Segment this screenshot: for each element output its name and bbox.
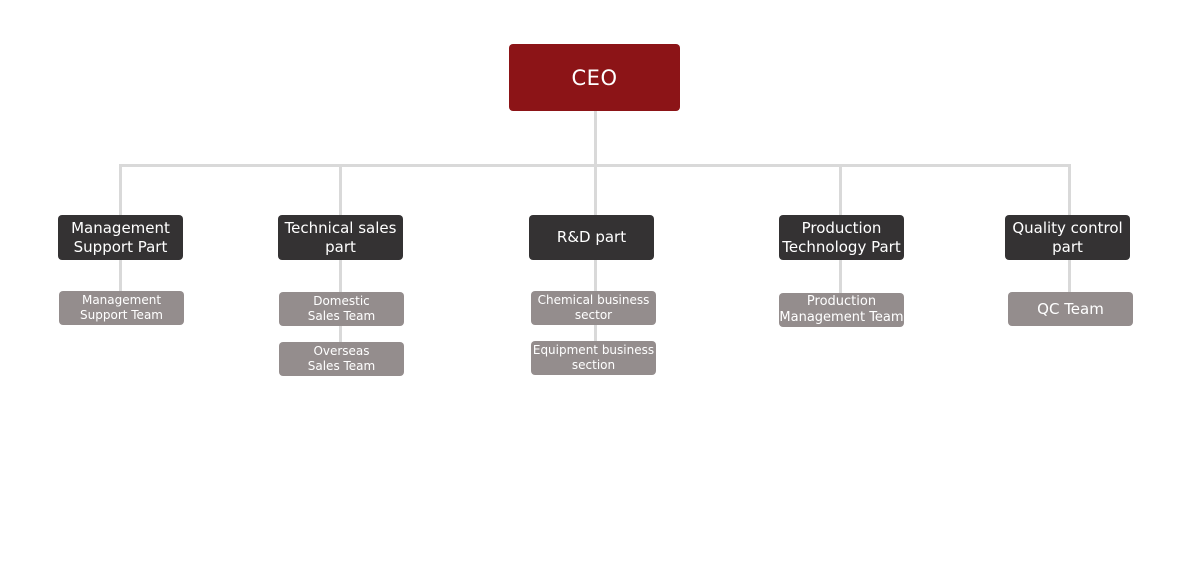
connector-part-3 (594, 164, 597, 216)
connector-ceo-vertical (594, 110, 597, 166)
part-label: R&D part (556, 228, 627, 246)
connector-part-4 (839, 164, 842, 216)
part-quality-control: Quality control part (1005, 215, 1130, 260)
part-production-technology: Production Technology Part (779, 215, 904, 260)
team-equipment-business: Equipment business section (531, 341, 656, 375)
team-chemical-business: Chemical business sector (531, 291, 656, 325)
team-label: Chemical business sector (537, 293, 650, 322)
part-rnd: R&D part (529, 215, 654, 260)
ceo-label: CEO (571, 65, 618, 90)
connector-part-5 (1068, 164, 1071, 216)
connector-team-5 (1068, 259, 1071, 293)
part-label: Quality control part (1012, 218, 1123, 256)
connector-team-1 (119, 259, 122, 292)
team-label: Equipment business section (532, 343, 655, 372)
part-technical-sales: Technical sales part (278, 215, 403, 260)
team-label: QC Team (1037, 299, 1104, 318)
team-qc: QC Team (1008, 292, 1133, 326)
connector-team-4 (839, 259, 842, 294)
team-production-management: Production Management Team (779, 293, 904, 327)
team-label: Domestic Sales Team (307, 294, 376, 323)
part-label: Technical sales part (284, 218, 397, 256)
team-domestic-sales: Domestic Sales Team (279, 292, 404, 326)
team-label: Management Support Team (80, 293, 163, 322)
part-label: Management Support Part (71, 218, 170, 256)
team-overseas-sales: Overseas Sales Team (279, 342, 404, 376)
ceo-box: CEO (509, 44, 680, 111)
connector-part-2 (339, 164, 342, 216)
connector-part-1 (119, 164, 122, 216)
part-management-support: Management Support Part (58, 215, 183, 260)
team-label: Production Management Team (779, 294, 904, 325)
team-label: Overseas Sales Team (307, 344, 376, 373)
part-label: Production Technology Part (782, 218, 901, 256)
team-management-support: Management Support Team (59, 291, 184, 325)
